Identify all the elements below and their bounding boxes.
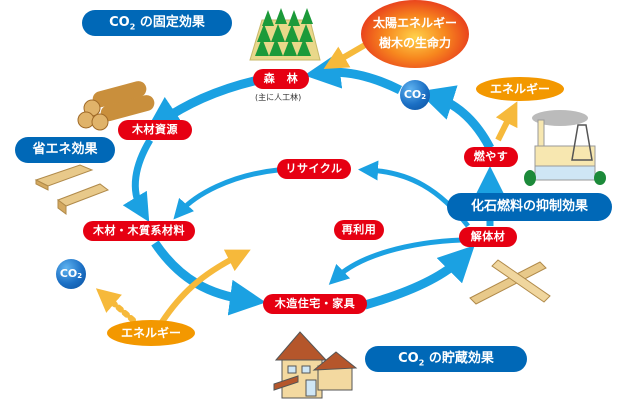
co2-storage-effect-label: CO2 の貯蔵効果	[365, 346, 527, 372]
house-illustration	[273, 331, 358, 399]
co2-ball-left: CO2	[56, 259, 86, 289]
co2-ball-top: CO2	[400, 80, 430, 110]
tree-vitality-text: 樹木の生命力	[378, 36, 451, 50]
co2-subscript: 2	[418, 358, 425, 368]
beams-illustration	[469, 259, 551, 305]
co2-text: CO	[403, 88, 422, 101]
arrow-recycle-to-materials	[173, 167, 279, 220]
forest-note: (主に人工林)	[255, 93, 302, 102]
factory-illustration	[524, 110, 606, 186]
arrow-reuse	[328, 237, 463, 285]
node-burn: 燃やす	[464, 147, 518, 167]
arrow-burn-to-energy	[495, 101, 518, 142]
co2-fixation-effect-label: CO2 の固定効果	[82, 10, 232, 36]
node-wood-materials: 木材・木質系材料	[83, 221, 195, 241]
arrow-housing-to-demolition	[363, 245, 475, 310]
effect-text: の貯蔵効果	[424, 351, 494, 366]
arrow-energy-to-process	[159, 249, 251, 324]
solar-energy-bubble: 太陽エネルギー 樹木の生命力	[361, 0, 469, 68]
energy-oval-bottom: エネルギー	[107, 320, 195, 346]
arrow-energy-to-co2-dotted	[95, 288, 136, 323]
node-reuse: 再利用	[334, 220, 384, 240]
energy-oval-top: エネルギー	[476, 77, 564, 101]
node-demolition-wood: 解体材	[459, 227, 517, 247]
co2-text: CO	[59, 267, 78, 280]
co2-subscript: 2	[77, 272, 83, 280]
effect-text: の固定効果	[135, 15, 205, 30]
arrow-timber-to-materials	[122, 138, 154, 223]
fossil-fuel-suppression-effect-label: 化石燃料の抑制効果	[447, 193, 612, 221]
node-timber-resource: 木材資源	[118, 120, 192, 140]
co2-subscript: 2	[421, 93, 427, 101]
arrow-sun-to-forest	[323, 42, 367, 70]
arrow-co2-to-forest	[304, 52, 403, 95]
node-forest: 森 林	[253, 69, 309, 89]
solar-energy-text: 太陽エネルギー	[372, 16, 457, 30]
node-recycle: リサイクル	[277, 159, 351, 179]
planks-illustration	[34, 164, 110, 215]
co2-text: CO	[398, 351, 419, 366]
co2-subscript: 2	[129, 22, 136, 32]
forest-illustration	[249, 8, 321, 61]
arrow-burn-to-co2	[417, 85, 494, 151]
logs-illustration	[77, 81, 155, 131]
energy-saving-effect-label: 省エネ効果	[15, 137, 115, 163]
arrow-forest-to-timber	[145, 75, 260, 133]
co2-text: CO	[109, 15, 130, 30]
node-wooden-housing: 木造住宅・家具	[263, 294, 367, 314]
